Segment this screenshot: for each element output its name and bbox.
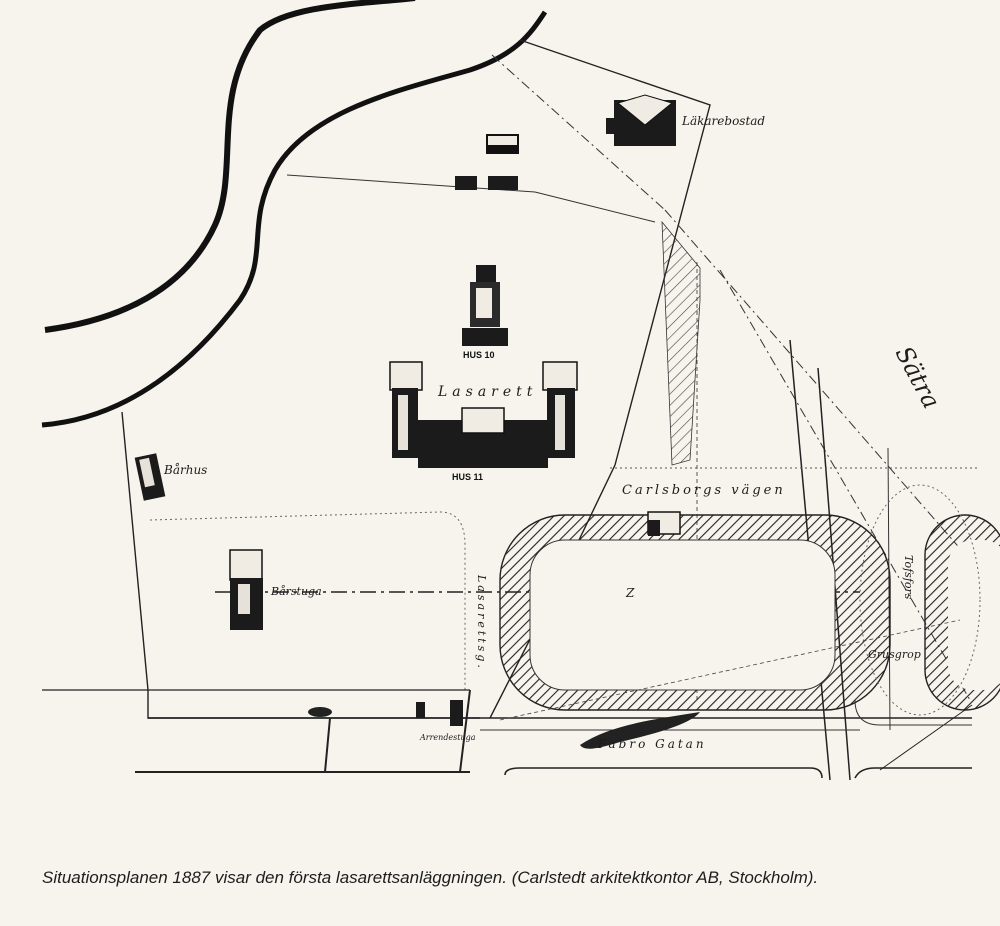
label-barhus: Bårhus <box>163 462 207 477</box>
street-vertical-2 <box>459 689 471 773</box>
ink-spot <box>308 707 332 717</box>
river-bank-upper <box>44 0 416 333</box>
label-mark: Z <box>625 586 635 600</box>
dashdot-line-2 <box>664 209 971 561</box>
label-lasarett: Lasarett <box>437 384 537 400</box>
lakarbostad-building <box>606 94 676 146</box>
block-dotted-outline <box>149 511 466 690</box>
borstuga-building <box>229 549 263 630</box>
label-lakarbostad: Läkarebostad <box>681 114 765 128</box>
label-tofsfors: Tofsfors <box>902 555 915 600</box>
outbuildings-north <box>455 134 519 190</box>
street-curve-right <box>854 699 972 726</box>
label-hus11: HUS 11 <box>452 472 483 482</box>
small-buildings-south <box>416 700 463 726</box>
label-lasarettsgatan: Lasarettsg. <box>475 574 488 671</box>
label-carlsborgsvagen: Carlsborgs vägen <box>622 483 786 498</box>
figure-caption: Situationsplanen 1887 visar den första l… <box>42 868 819 887</box>
lasarett-building <box>389 361 578 468</box>
label-arrendestuga: Arrendestuga <box>419 733 476 742</box>
road-dashed-diagonal <box>499 619 961 721</box>
dotted-circle-right <box>859 484 981 716</box>
label-hus10: HUS 10 <box>463 350 495 360</box>
label-satra: Sätra <box>890 342 946 414</box>
road-hatched-strip <box>661 220 701 466</box>
small-building-carlsborg <box>647 511 681 536</box>
label-borstuga: Bårstuga <box>270 585 322 598</box>
street-line-6 <box>854 767 972 779</box>
river-bank-lower <box>41 10 548 428</box>
label-fabrogatan: Fabro Gatan <box>597 737 707 751</box>
street-diagonal <box>879 704 973 771</box>
hatched-block-inner <box>529 539 836 691</box>
street-line-5 <box>504 767 823 779</box>
hatched-block-right-inner <box>948 540 1000 690</box>
hus10-building <box>462 265 508 346</box>
boundary-north-b <box>534 191 656 223</box>
label-grusgrop: Grusgrop <box>868 648 921 661</box>
ink-smudge <box>580 712 700 749</box>
site-plan-map: Läkarebostad HUS 10 Lasarett HUS 11 Bårh… <box>41 0 1000 781</box>
barhus-building <box>134 453 166 501</box>
street-vertical-1 <box>324 717 331 773</box>
